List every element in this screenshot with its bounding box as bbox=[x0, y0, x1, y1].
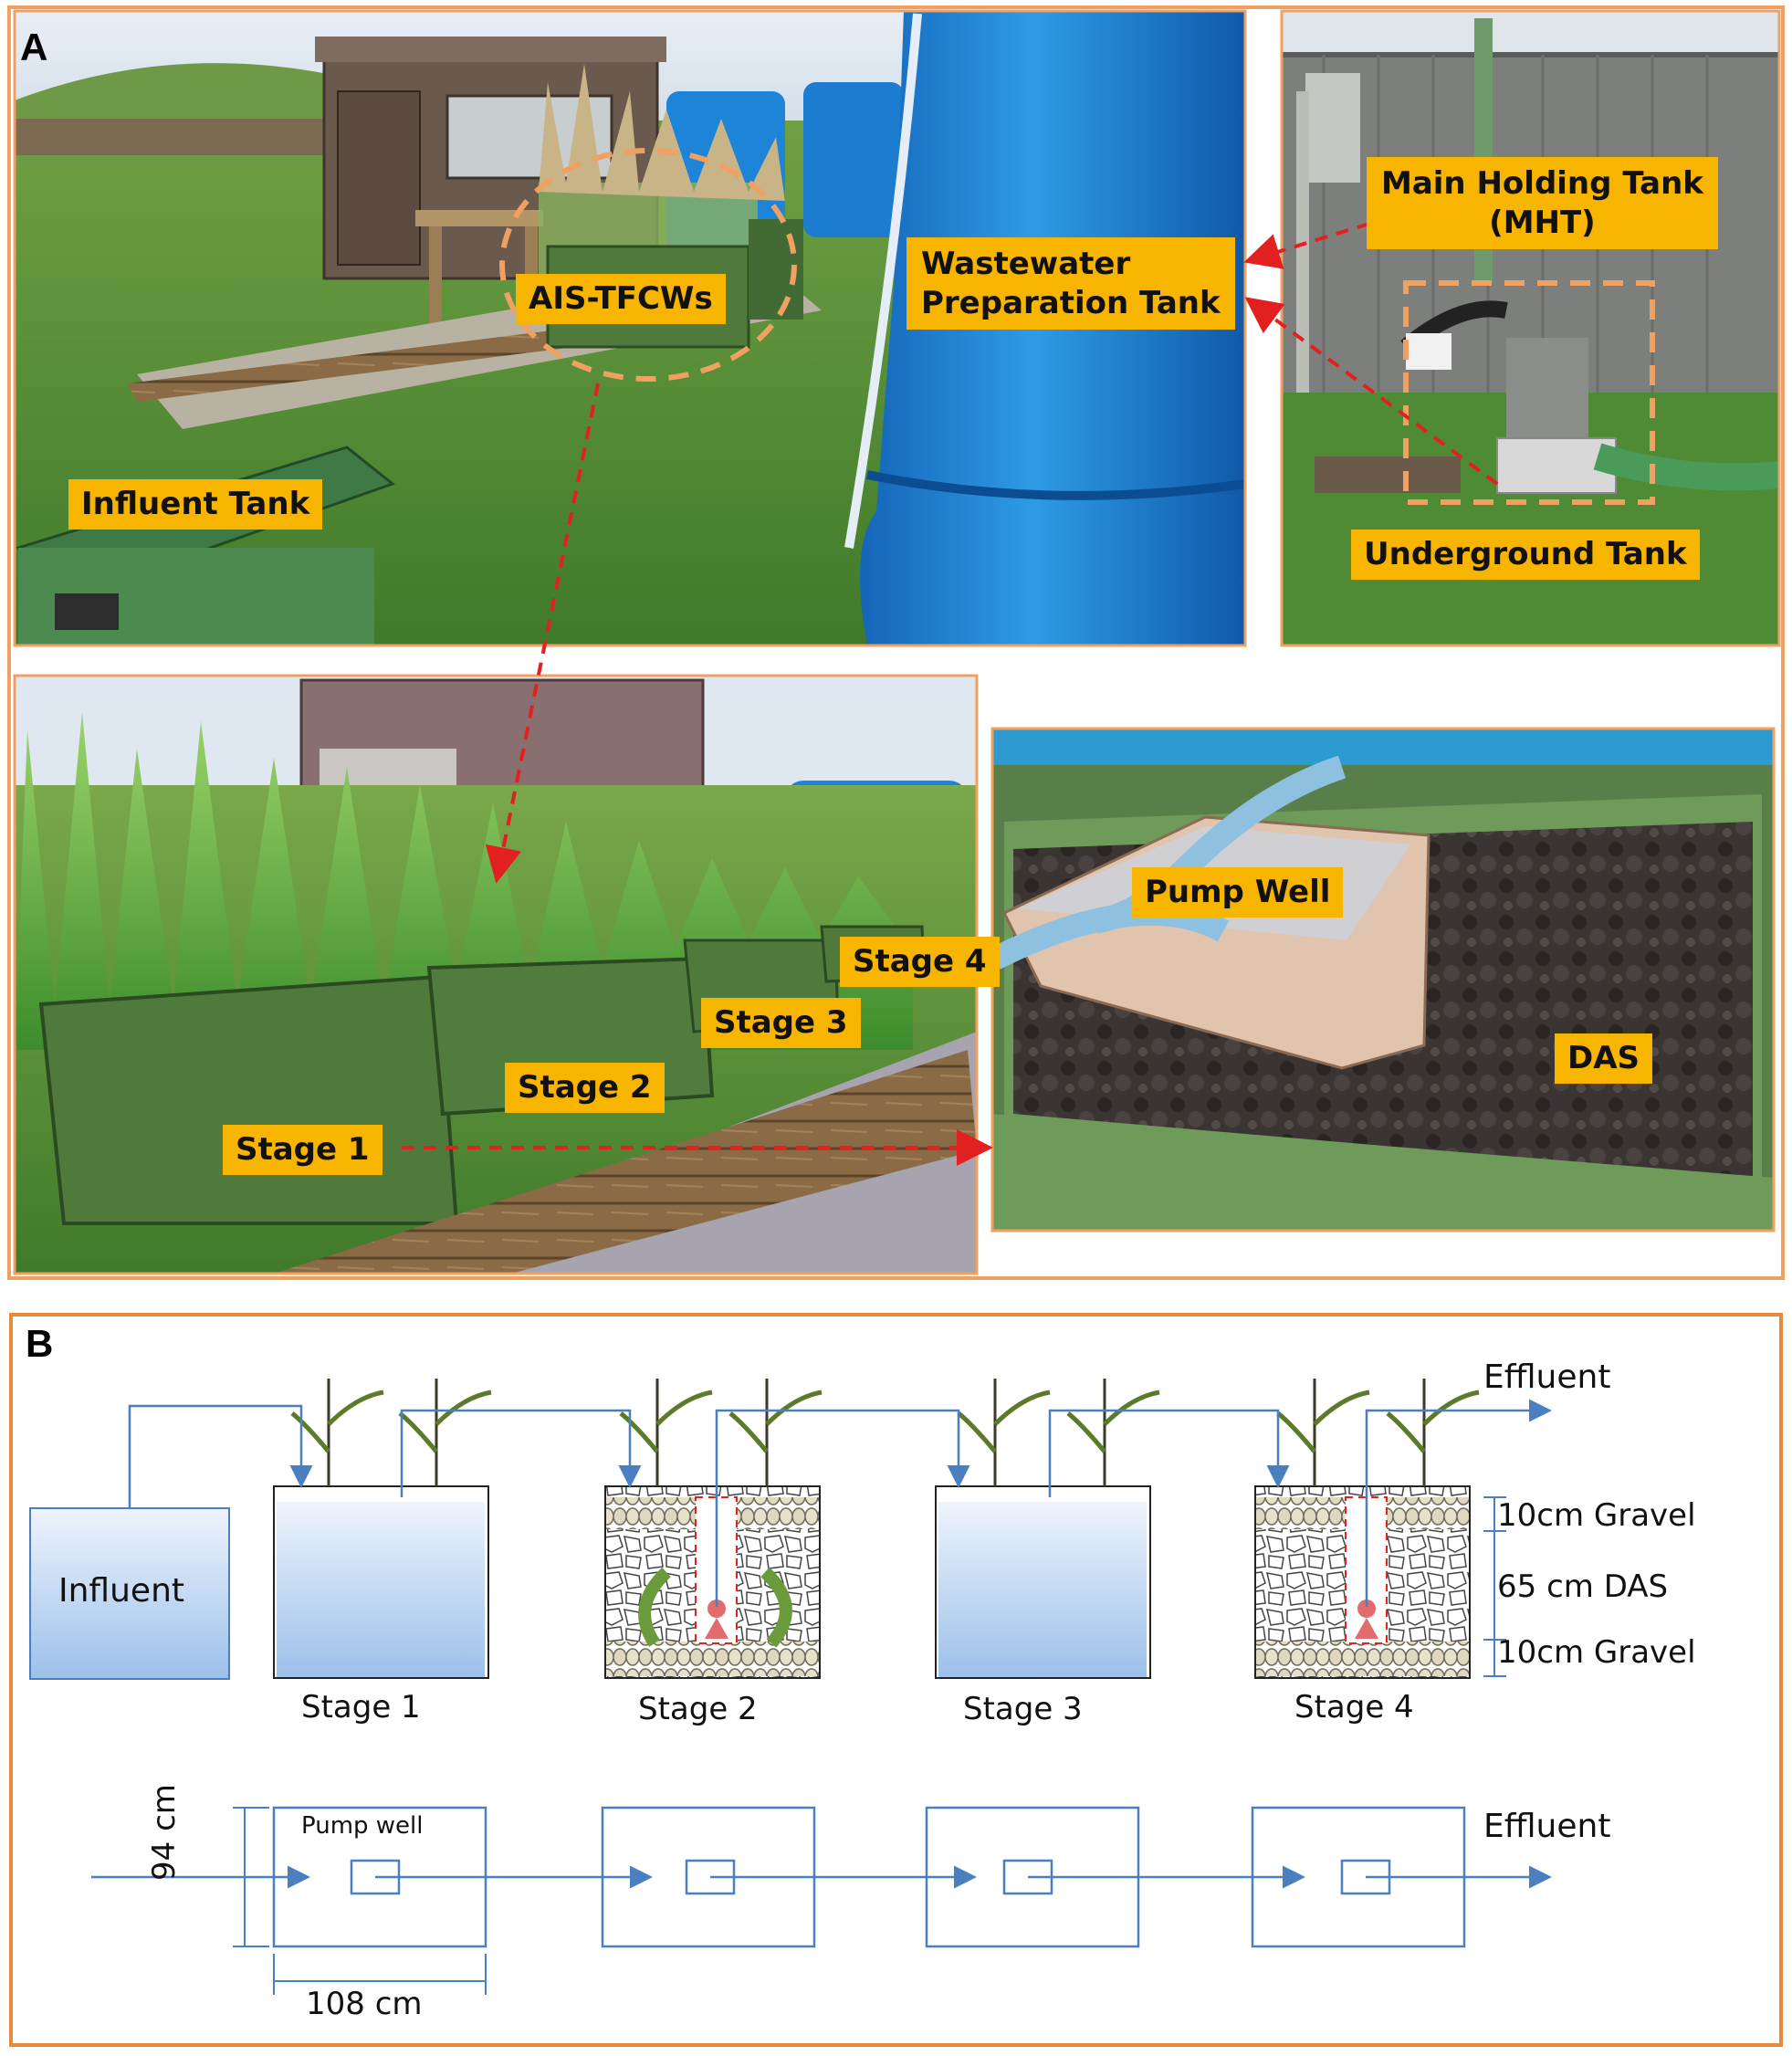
label-b-stage-2: Stage 2 bbox=[638, 1691, 758, 1727]
plan-view bbox=[91, 1806, 1552, 1995]
panel-a-frame bbox=[7, 5, 1785, 1280]
photo-pump-well bbox=[990, 729, 1774, 1231]
label-das-layer: 65 cm DAS bbox=[1497, 1568, 1669, 1605]
panel-b-frame bbox=[9, 1313, 1783, 2047]
label-b-stage-1: Stage 1 bbox=[301, 1689, 421, 1726]
label-height-94: 94 cm bbox=[146, 1784, 183, 1881]
label-gravel-bottom: 10cm Gravel bbox=[1497, 1634, 1696, 1671]
flow-arrows-a bbox=[402, 222, 1499, 1166]
highlight-underground-tank bbox=[1403, 280, 1655, 505]
highlight-ais-tfcws bbox=[499, 148, 797, 382]
stage-2-box bbox=[604, 1485, 821, 1679]
label-effluent-plan: Effluent bbox=[1483, 1808, 1611, 1845]
label-underground-tank: Underground Tank bbox=[1351, 530, 1700, 580]
reed-plants bbox=[290, 1379, 1480, 1486]
panel-b-letter: B bbox=[26, 1322, 54, 1365]
label-pump-well: Pump Well bbox=[1132, 867, 1344, 918]
label-wastewater-line1: Wastewater bbox=[921, 246, 1131, 282]
label-das: DAS bbox=[1555, 1033, 1653, 1084]
label-mht-line1: Main Holding Tank bbox=[1381, 165, 1703, 202]
influent-tank-box bbox=[29, 1507, 230, 1680]
label-effluent-top: Effluent bbox=[1483, 1358, 1611, 1396]
label-stage-1: Stage 1 bbox=[223, 1125, 383, 1175]
label-wastewater-prep-tank: Wastewater Preparation Tank bbox=[906, 237, 1235, 330]
label-b-stage-4: Stage 4 bbox=[1294, 1689, 1414, 1726]
label-mht-line2: (MHT) bbox=[1489, 204, 1596, 241]
layer-dimension-lines bbox=[1483, 1496, 1506, 1677]
label-influent: Influent bbox=[58, 1572, 185, 1610]
cross-section-diagram bbox=[29, 1379, 1552, 1995]
label-gravel-top: 10cm Gravel bbox=[1497, 1497, 1696, 1534]
label-plan-pump-well: Pump well bbox=[301, 1812, 424, 1840]
label-ais-tfcws: AIS-TFCWs bbox=[516, 274, 726, 324]
label-stage-4: Stage 4 bbox=[840, 937, 1000, 987]
label-main-holding-tank: Main Holding Tank (MHT) bbox=[1367, 157, 1718, 249]
flow-pipes bbox=[128, 1399, 1552, 1607]
label-stage-2: Stage 2 bbox=[505, 1063, 665, 1113]
label-b-stage-3: Stage 3 bbox=[963, 1691, 1083, 1727]
stage-4-box bbox=[1254, 1485, 1471, 1679]
label-stage-3: Stage 3 bbox=[701, 998, 861, 1048]
label-influent-tank: Influent Tank bbox=[68, 479, 323, 530]
panel-a-letter: A bbox=[20, 26, 48, 68]
label-width-108: 108 cm bbox=[306, 1986, 423, 2022]
label-wastewater-line2: Preparation Tank bbox=[921, 284, 1221, 321]
photo-stages bbox=[15, 676, 977, 1274]
